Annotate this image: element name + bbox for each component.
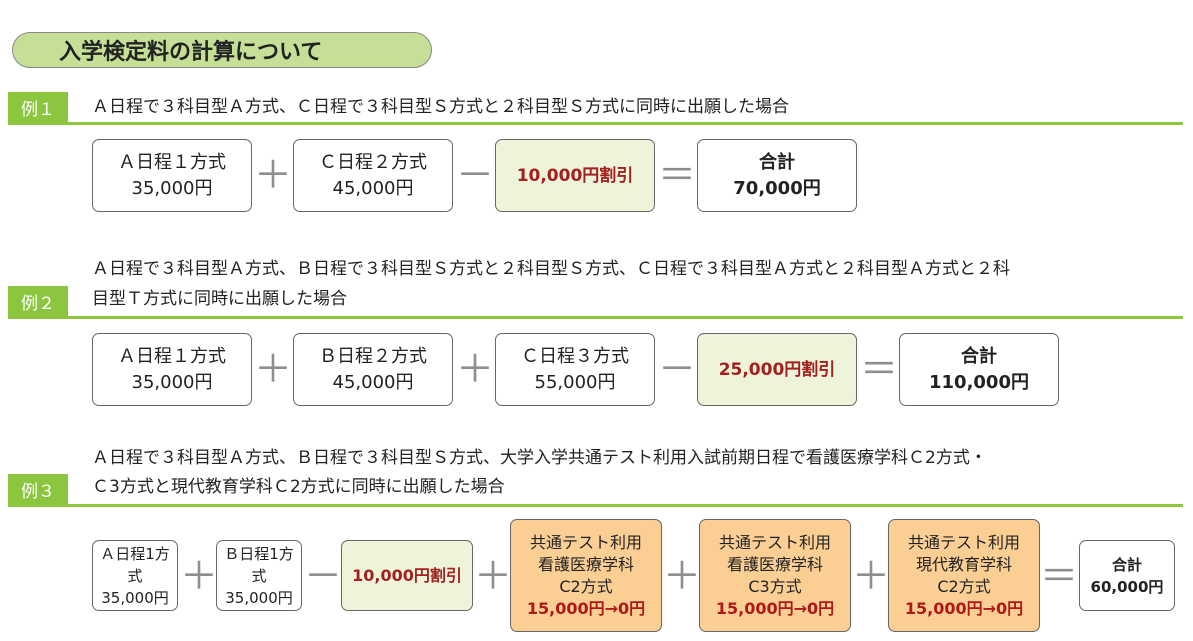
plus-operator: ＋ [456,347,495,391]
common-line-1: 共通テスト利用 [718,532,831,552]
fee-label: Ｂ日程1方式 [224,544,294,585]
minus-operator: － [658,347,697,391]
total-value: 110,000円 [929,371,1029,393]
common-line-2: 看護医療学科 [726,554,823,574]
fee-label: Ｂ日程２方式 [319,345,427,367]
fee-price: 35,000円 [131,177,213,199]
equals-operator: ＝ [658,153,697,197]
equals-operator: ＝ [1040,554,1079,598]
example-2-description-line-1: Ａ日程で３科目型Ａ方式、Ｂ日程で３科目型Ｓ方式と２科目型Ｓ方式、Ｃ日程で３科目型… [92,259,1010,279]
fee-box-a: Ａ日程1方式 35,000円 [92,540,178,611]
fee-price: 45,000円 [332,177,414,199]
fee-price: 45,000円 [332,371,414,393]
fee-label: Ａ日程1方式 [100,544,170,585]
common-line-3: C2方式 [559,576,613,596]
fee-box-a: Ａ日程１方式 35,000円 [92,333,252,406]
example-1-tag: 例１ [8,92,68,122]
page-title-text: 入学検定料の計算について [59,40,323,65]
fee-price: 35,000円 [225,588,293,607]
discount-amount: 25,000円割引 [718,359,836,380]
example-2-divider [8,316,1183,319]
discount-box: 10,000円割引 [341,540,473,611]
discount-amount: 10,000円割引 [352,565,462,585]
fee-box-b: Ｂ日程1方式 35,000円 [216,540,302,611]
fee-price: 35,000円 [131,371,213,393]
total-box: 合計 110,000円 [899,333,1059,406]
page-title: 入学検定料の計算について [12,32,432,68]
fee-price: 55,000円 [534,371,616,393]
example-2-tag: 例２ [8,286,68,316]
plus-operator: ＋ [474,554,513,598]
common-price: 15,000円→0円 [526,598,646,618]
common-line-3: C3方式 [748,576,802,596]
total-label: 合計 [961,345,997,367]
example-1-divider [8,122,1183,125]
example-3-tag: 例３ [8,474,68,504]
total-box: 合計 60,000円 [1079,540,1175,611]
total-box: 合計 70,000円 [697,139,857,212]
example-3-divider [8,504,1183,507]
fee-label: Ａ日程１方式 [118,151,226,173]
common-test-box-1: 共通テスト利用 看護医療学科 C2方式 15,000円→0円 [510,519,662,632]
common-line-2: 看護医療学科 [537,554,634,574]
discount-box: 25,000円割引 [697,333,857,406]
plus-operator: ＋ [852,554,891,598]
example-3-description-line-1: Ａ日程で３科目型Ａ方式、Ｂ日程で３科目型Ｓ方式、大学入学共通テスト利用入試前期日… [92,448,987,468]
common-test-box-2: 共通テスト利用 看護医療学科 C3方式 15,000円→0円 [699,519,851,632]
common-line-1: 共通テスト利用 [529,532,642,552]
total-value: 70,000円 [733,177,821,199]
common-line-1: 共通テスト利用 [907,532,1020,552]
fee-label: Ｃ日程３方式 [521,345,629,367]
example-3-description-line-2: Ｃ3方式と現代教育学科Ｃ2方式に同時に出願した場合 [92,477,505,497]
equals-operator: ＝ [860,347,899,391]
common-line-2: 現代教育学科 [915,554,1012,574]
plus-operator: ＋ [180,554,219,598]
fee-label: Ａ日程１方式 [118,345,226,367]
discount-box: 10,000円割引 [495,139,655,212]
total-label: 合計 [759,151,795,173]
common-price: 15,000円→0円 [715,598,835,618]
example-2-description-line-2: 目型Ｔ方式に同時に出願した場合 [92,289,347,309]
minus-operator: － [456,153,495,197]
fee-label: Ｃ日程２方式 [319,151,427,173]
fee-box-a: Ａ日程１方式 35,000円 [92,139,252,212]
plus-operator: ＋ [254,153,293,197]
total-label: 合計 [1111,555,1142,574]
discount-amount: 10,000円割引 [516,165,634,186]
fee-box-c: Ｃ日程２方式 45,000円 [293,139,453,212]
common-line-3: C2方式 [937,576,991,596]
plus-operator: ＋ [663,554,702,598]
fee-box-b: Ｂ日程２方式 45,000円 [293,333,453,406]
total-value: 60,000円 [1090,577,1164,596]
common-price: 15,000円→0円 [904,598,1024,618]
fee-price: 35,000円 [101,588,169,607]
common-test-box-3: 共通テスト利用 現代教育学科 C2方式 15,000円→0円 [888,519,1040,632]
minus-operator: － [304,554,343,598]
plus-operator: ＋ [254,347,293,391]
example-1-description: Ａ日程で３科目型Ａ方式、Ｃ日程で３科目型Ｓ方式と２科目型Ｓ方式に同時に出願した場… [92,97,789,117]
fee-box-c: Ｃ日程３方式 55,000円 [495,333,655,406]
